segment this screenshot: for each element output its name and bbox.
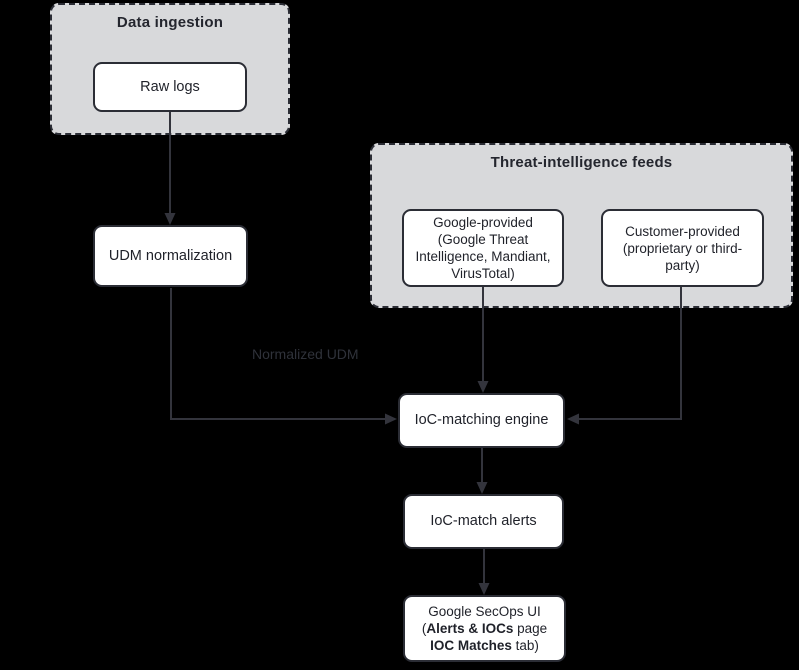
edge-alerts-to-secops-ui-arrowhead [478, 583, 490, 595]
edge-label-normalized-udm: Normalized UDM [252, 346, 359, 362]
node-google-provided: Google-provided (Google Threat Intellige… [402, 209, 564, 287]
node-udm-normalization-label: UDM normalization [108, 247, 233, 264]
edge-engine-to-alerts-arrowhead [476, 482, 488, 494]
group-data-ingestion-title: Data ingestion [116, 14, 224, 31]
node-google-secops-ui-line2: (Alerts & IOCs page [421, 621, 548, 636]
node-ioc-matching-engine-label: IoC-matching engine [414, 412, 549, 429]
node-customer-provided: Customer-provided (proprietary or third-… [601, 209, 764, 287]
edge-udm-to-engine-arrowhead [385, 413, 397, 425]
node-ioc-matching-engine: IoC-matching engine [398, 393, 565, 448]
node-udm-normalization: UDM normalization [93, 225, 248, 287]
node-google-secops-ui: Google SecOps UI (Alerts & IOCs page IOC… [403, 595, 566, 662]
node-customer-provided-line: party) [665, 257, 700, 273]
node-google-provided-line: (Google Threat [437, 232, 529, 247]
node-google-provided-line: VirusTotal) [451, 266, 515, 281]
edge-raw-logs-to-udm-arrowhead [164, 213, 176, 225]
node-customer-provided-line: Customer-provided [625, 223, 740, 239]
edge-google-provided-to-engine-arrowhead [477, 381, 489, 393]
node-google-secops-ui-line1: Google SecOps UI [428, 604, 541, 619]
node-ioc-match-alerts-label: IoC-match alerts [430, 513, 537, 530]
node-ioc-match-alerts: IoC-match alerts [403, 494, 564, 549]
node-google-secops-ui-line3: IOC Matches tab) [430, 638, 539, 653]
edge-customer-provided-to-engine-arrowhead [567, 413, 579, 425]
group-threat-intelligence-feeds-title: Threat-intelligence feeds [490, 154, 673, 171]
node-raw-logs-label: Raw logs [140, 78, 200, 95]
node-customer-provided-line: (proprietary or third- [622, 240, 743, 256]
node-google-provided-line: Intelligence, Mandiant, [415, 249, 551, 264]
node-raw-logs: Raw logs [93, 62, 247, 112]
node-google-provided-line: Google-provided [433, 215, 533, 230]
